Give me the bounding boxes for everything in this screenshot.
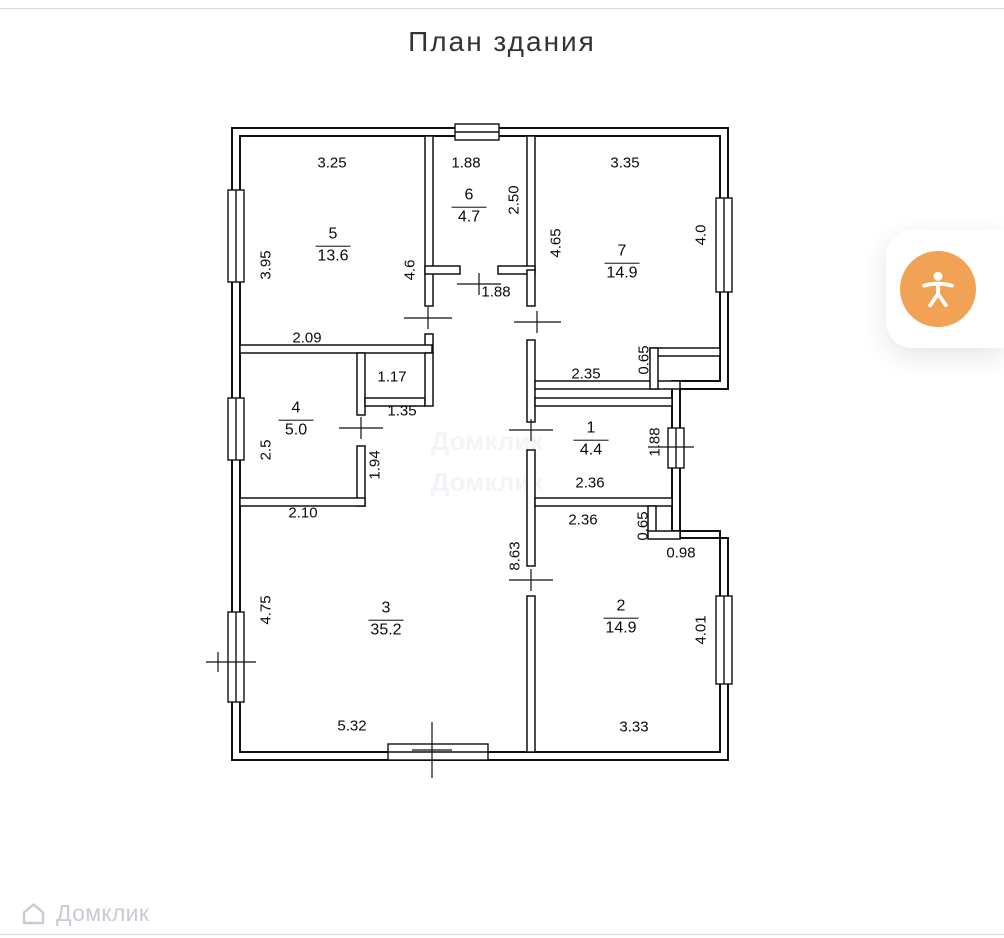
room-area: 14.9 [605, 619, 637, 637]
window-left-room5 [227, 189, 245, 283]
dimension-label: 1.35 [387, 402, 417, 420]
window-right-room7 [715, 197, 733, 293]
window-top-room6 [454, 123, 500, 141]
page-bottom-border [0, 934, 1004, 935]
window-bottom-room3 [387, 743, 489, 761]
room-number: 1 [573, 420, 609, 441]
room-area: 35.2 [370, 621, 402, 639]
house-icon [22, 903, 45, 925]
dimension-label: 1.88 [481, 283, 511, 301]
window-notch-room1 [667, 427, 685, 469]
accessibility-button[interactable] [900, 251, 976, 327]
room-area: 4.4 [579, 441, 603, 459]
door-dimension-ticks [206, 273, 694, 778]
dimension-label: 4.65 [547, 228, 565, 258]
room-number: 6 [451, 187, 487, 208]
window-left-room4 [227, 397, 245, 461]
dimension-label: 3.25 [317, 154, 347, 172]
dimension-label: 2.5 [257, 439, 275, 461]
dimension-label: 3.95 [257, 250, 275, 280]
dimension-label: 4.0 [692, 224, 710, 246]
room-area: 5.0 [284, 421, 308, 439]
domclick-logo: Домклик [20, 900, 149, 927]
dimension-label: 2.35 [571, 365, 601, 383]
dimension-label: 0.98 [666, 544, 696, 562]
dimension-label: 3.35 [610, 154, 640, 172]
dimension-label: 4.6 [401, 259, 419, 281]
room-number: 4 [278, 400, 314, 421]
dimension-label: 2.10 [288, 504, 318, 522]
room-number: 7 [604, 243, 640, 264]
window-left-room3 [227, 611, 245, 703]
windows [227, 123, 733, 761]
page-top-border [0, 8, 1004, 9]
dimension-label: 0.65 [634, 511, 652, 541]
dimension-label: 8.63 [506, 541, 524, 571]
accessibility-widget[interactable] [886, 230, 1004, 348]
dimension-label: 5.32 [337, 717, 367, 735]
dimension-label: 1.17 [377, 368, 407, 386]
room-area: 13.6 [317, 247, 349, 265]
dimension-label: 1.88 [451, 154, 481, 172]
dimension-label: 0.65 [635, 345, 653, 375]
dimension-label: 2.36 [575, 474, 605, 492]
room-area: 14.9 [606, 264, 638, 282]
brand-name: Домклик [56, 900, 150, 926]
dimension-label: 2.36 [568, 511, 598, 529]
dimension-label: 4.01 [692, 615, 710, 645]
accessibility-person-icon [922, 271, 954, 308]
dimension-label: 4.75 [257, 595, 275, 625]
room-area: 4.7 [457, 208, 481, 226]
dimension-label: 2.09 [292, 329, 322, 347]
room-number: 5 [315, 226, 351, 247]
dimension-label: 1.88 [646, 427, 664, 457]
dimension-label: 2.50 [505, 185, 523, 215]
window-right-room2 [715, 595, 733, 685]
dimension-label: 1.94 [366, 450, 384, 480]
dimension-label: 3.33 [619, 718, 649, 736]
room-number: 2 [603, 598, 639, 619]
page-title: План здания [408, 26, 596, 57]
room-number: 3 [368, 600, 404, 621]
